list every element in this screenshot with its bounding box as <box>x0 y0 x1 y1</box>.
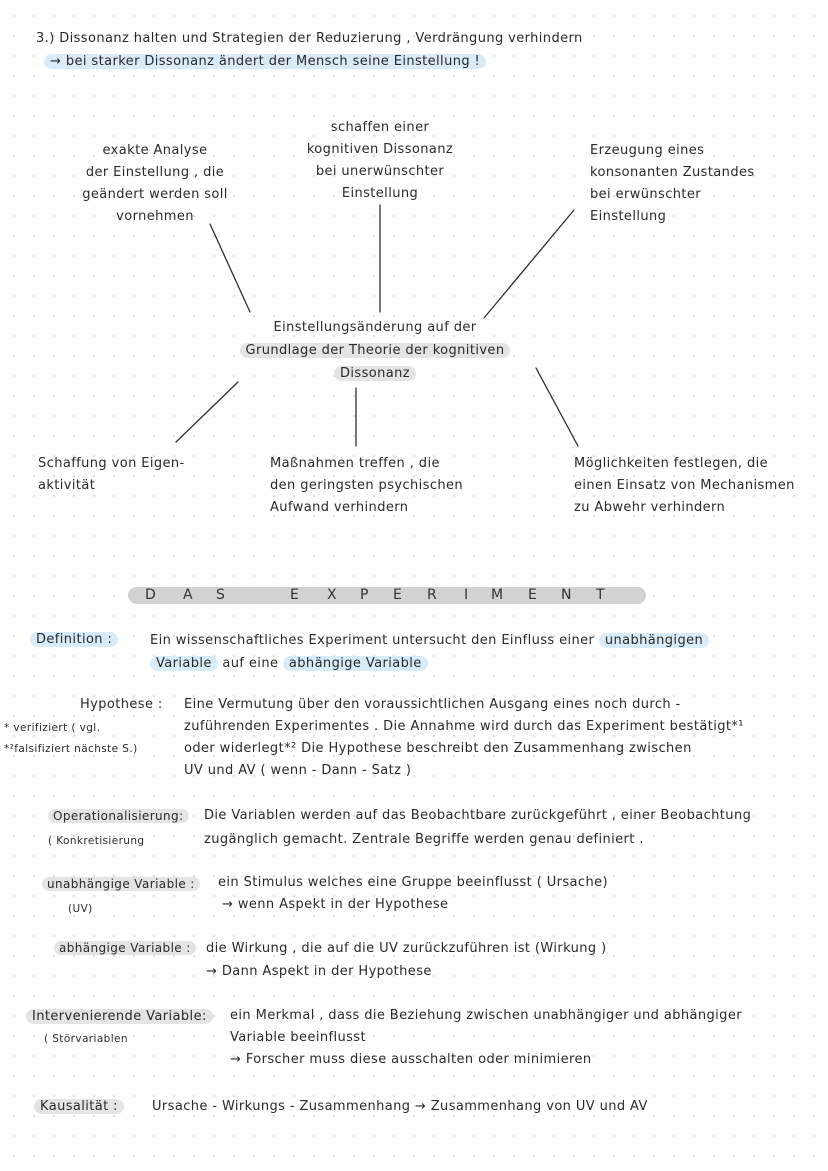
banner-title: D A S E X P E R I M E N T <box>145 587 605 603</box>
section3-conclusion: → bei starker Dissonanz ändert der Mensc… <box>44 51 487 73</box>
mindmap-center: Einstellungsänderung auf der Grundlage d… <box>200 316 550 385</box>
mindmap-center-line3: Dissonanz <box>334 366 416 381</box>
hypothese-term: Hypothese : <box>80 697 163 712</box>
definition-term: Definition : <box>30 629 119 651</box>
mindmap-center-line2: Grundlage der Theorie der kognitiven <box>239 343 511 358</box>
mindmap-node-top-left: exakte Analyse der Einstellung , die geä… <box>82 143 228 224</box>
operationalisierung-text: Die Variablen werden auf das Beobachtbar… <box>204 808 752 847</box>
av-text: die Wirkung , die auf die UV zurückzufüh… <box>206 941 607 979</box>
connector-top-left <box>209 223 251 313</box>
mindmap-node-bottom-right: Möglichkeiten festlegen, die einen Einsa… <box>574 456 795 515</box>
av-term: abhängige Variable : <box>54 937 196 960</box>
uv-text: ein Stimulus welches eine Gruppe beeinfl… <box>218 875 608 912</box>
section-banner: D A S E X P E R I M E N T <box>128 587 646 604</box>
section3-conclusion-text: → bei starker Dissonanz ändert der Mensc… <box>44 54 487 69</box>
mindmap-center-line1: Einstellungsänderung auf der <box>273 320 477 335</box>
mindmap-node-top-middle: schaffen einer kognitiven Dissonanz bei … <box>306 120 454 201</box>
kausalitaet-text: Ursache - Wirkungs - Zusammenhang → Zusa… <box>152 1099 648 1114</box>
intervenierende-text: ein Merkmal , dass die Beziehung zwische… <box>230 1008 742 1067</box>
mindmap-node-bottom-middle: Maßnahmen treffen , die den geringsten p… <box>270 456 464 515</box>
kausalitaet-term: Kausalität : <box>34 1096 124 1118</box>
connector-top-right <box>483 209 575 319</box>
hypothese-text: Eine Vermutung über den voraussichtliche… <box>184 697 744 778</box>
hypothese-footnotes: * verifiziert ( vgl. *²falsifiziert näch… <box>4 722 138 755</box>
mindmap-node-top-right: Erzeugung eines konsonanten Zustandes be… <box>590 143 755 224</box>
section3-heading: 3.) Dissonanz halten und Strategien der … <box>36 31 583 46</box>
uv-term: unabhängige Variable : (UV) <box>42 872 200 921</box>
operationalisierung-term: Operationalisierung: ( Konkretisierung <box>48 804 189 853</box>
connector-bottom-left <box>175 381 239 443</box>
mindmap-node-bottom-left: Schaffung von Eigen- aktivität <box>38 456 185 493</box>
definition-text: Ein wissenschaftliches Experiment unters… <box>150 629 710 675</box>
intervenierende-term: Intervenierende Variable: ( Störvariable… <box>26 1005 213 1051</box>
connector-bottom-right <box>535 367 579 447</box>
